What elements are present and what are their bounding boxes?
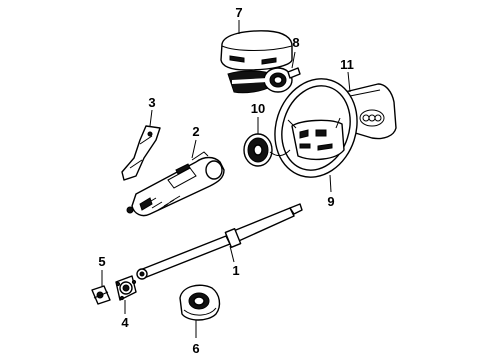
callout-8: 8: [292, 35, 299, 50]
steering-wheel: [274, 78, 358, 178]
callout-5: 5: [98, 254, 105, 269]
callout-10: 10: [251, 101, 265, 116]
callout-2: 2: [192, 124, 199, 139]
leader-line-11: [347, 71, 351, 93]
leader-line-2: [191, 139, 197, 159]
flex-coupling: [115, 275, 137, 301]
steering-shaft: [136, 203, 303, 280]
callout-1: 1: [232, 263, 239, 278]
leader-line-9: [329, 174, 332, 193]
callout-4: 4: [121, 315, 129, 330]
callout-11: 11: [340, 57, 354, 72]
lower-shroud-switch-housing: [227, 67, 301, 94]
leader-line-1: [229, 245, 235, 263]
column-bracket: [121, 125, 161, 181]
universal-joint-bolt: [91, 285, 111, 305]
leader-line-8: [291, 51, 296, 69]
callout-9: 9: [327, 194, 334, 209]
callout-6: 6: [192, 341, 199, 356]
upper-shroud-cover: [220, 30, 293, 71]
callout-3: 3: [148, 95, 155, 110]
leader-line-3: [149, 109, 153, 127]
column-boot-seal: [179, 284, 221, 321]
callout-7: 7: [235, 5, 242, 20]
column-jacket-housing: [126, 151, 225, 217]
